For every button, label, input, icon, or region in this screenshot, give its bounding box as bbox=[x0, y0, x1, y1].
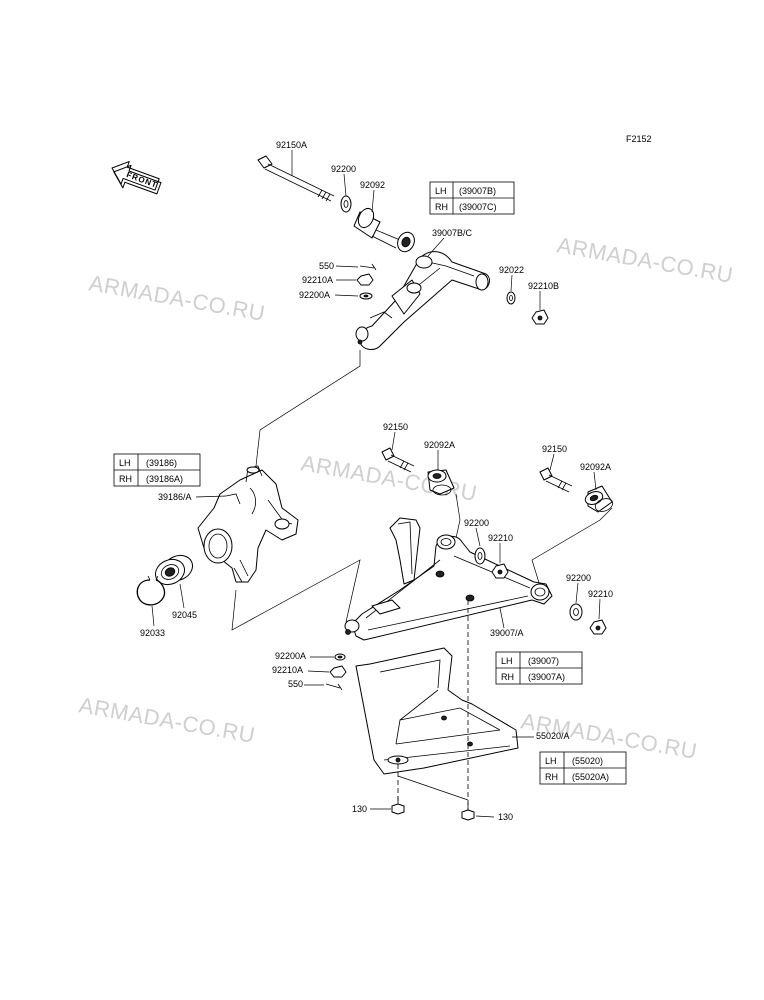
table-knuckle-part-lh: (39186) bbox=[146, 458, 177, 468]
circlip-92033-icon bbox=[136, 575, 166, 606]
front-arrow-icon: FRONT bbox=[111, 161, 162, 195]
label-92200A-bottom: 92200A bbox=[275, 651, 306, 661]
table-guard-side-lh: LH bbox=[545, 756, 557, 766]
label-92150-right: 92150 bbox=[542, 444, 567, 454]
table-knuckle: LH (39186) RH (39186A) bbox=[113, 453, 201, 487]
table-upper-arm-part-lh: (39007B) bbox=[459, 186, 496, 196]
label-92210A-bottom: 92210A bbox=[272, 665, 303, 675]
guide-line-knuckle bbox=[231, 559, 361, 631]
guide-line-upper bbox=[255, 350, 361, 467]
guide-line-lower-left bbox=[455, 493, 461, 539]
bolt-130-right-icon bbox=[461, 802, 475, 821]
table-lower-arm-side-lh: LH bbox=[501, 656, 513, 666]
washer-92200-low-icon bbox=[569, 603, 583, 621]
table-lower-arm-part-lh: (39007) bbox=[528, 656, 559, 666]
table-lower-arm-part-rh: (39007A) bbox=[528, 672, 565, 682]
bushing-92092A-right-icon bbox=[584, 485, 614, 513]
label-39007A: 39007/A bbox=[490, 628, 524, 638]
lower-arm-39007A-icon bbox=[344, 517, 553, 641]
bushing-92092-icon bbox=[353, 207, 415, 253]
label-55020A: 55020/A bbox=[536, 731, 570, 741]
upper-arm-39007BC-icon bbox=[355, 251, 490, 350]
label-92210-low: 92210 bbox=[588, 589, 613, 599]
table-guard-side-rh: RH bbox=[545, 772, 558, 782]
bushing-92092A-left-icon bbox=[427, 469, 455, 496]
table-upper-arm: LH (39007B) RH (39007C) bbox=[429, 181, 515, 215]
label-92045: 92045 bbox=[172, 610, 197, 620]
figure-code: F2152 bbox=[626, 134, 652, 144]
label-92200A-top: 92200A bbox=[299, 290, 330, 300]
table-upper-arm-part-rh: (39007C) bbox=[459, 202, 497, 212]
label-92200-mid: 92200 bbox=[464, 518, 489, 528]
bolt-92150A-icon bbox=[257, 155, 335, 202]
label-39186A: 39186/A bbox=[158, 492, 192, 502]
watermark-1: ARMADA-CO.RU bbox=[87, 270, 267, 326]
label-92022: 92022 bbox=[499, 265, 524, 275]
table-upper-arm-side-rh: RH bbox=[435, 202, 448, 212]
watermark-2: ARMADA-CO.RU bbox=[555, 232, 735, 288]
label-130-left: 130 bbox=[352, 804, 367, 814]
label-92092A-right: 92092A bbox=[580, 462, 611, 472]
guide-line-lower-right bbox=[531, 507, 613, 587]
label-550-top: 550 bbox=[319, 261, 334, 271]
label-92150-left: 92150 bbox=[383, 422, 408, 432]
nut-92210A-bottom-icon bbox=[329, 665, 347, 678]
guard-55020A-icon bbox=[355, 647, 519, 775]
table-knuckle-side-rh: RH bbox=[119, 474, 132, 484]
table-guard-part-rh: (55020A) bbox=[572, 772, 609, 782]
table-lower-arm-side-rh: RH bbox=[501, 672, 514, 682]
label-92200-top: 92200 bbox=[331, 164, 356, 174]
bearing-92045-icon bbox=[154, 554, 194, 586]
bolt-92150-left-icon bbox=[381, 447, 415, 473]
washer-92022-icon bbox=[506, 291, 516, 305]
table-knuckle-part-rh: (39186A) bbox=[146, 474, 183, 484]
label-39007BC: 39007B/C bbox=[432, 228, 473, 238]
knuckle-39186A-icon bbox=[197, 465, 299, 583]
washer-92200-mid-icon bbox=[474, 547, 486, 565]
label-92150A: 92150A bbox=[276, 140, 307, 150]
upper-arm-assembly bbox=[257, 155, 549, 350]
label-92033: 92033 bbox=[140, 628, 165, 638]
watermark-4: ARMADA-CO.RU bbox=[77, 692, 257, 748]
nut-92210A-top-icon bbox=[356, 273, 374, 286]
label-92210-mid: 92210 bbox=[488, 533, 513, 543]
washer-92200-icon bbox=[340, 195, 352, 213]
table-guard: LH (55020) RH (55020A) bbox=[539, 751, 627, 785]
table-upper-arm-side-lh: LH bbox=[435, 186, 447, 196]
label-130-right: 130 bbox=[498, 812, 513, 822]
bolt-92150-right-icon bbox=[539, 467, 573, 493]
cotter-pin-550-bottom-icon bbox=[325, 683, 343, 691]
table-lower-arm: LH (39007) RH (39007A) bbox=[495, 651, 583, 685]
label-92092: 92092 bbox=[360, 180, 385, 190]
label-92200-low: 92200 bbox=[566, 573, 591, 583]
table-guard-part-lh: (55020) bbox=[572, 756, 603, 766]
bolt-130-left-icon bbox=[391, 796, 405, 815]
label-550-bottom: 550 bbox=[288, 679, 303, 689]
lower-bolts bbox=[381, 447, 614, 513]
table-knuckle-side-lh: LH bbox=[119, 458, 131, 468]
cotter-pin-550-top-icon bbox=[359, 263, 377, 271]
label-92210A-top: 92210A bbox=[302, 275, 333, 285]
label-92092A-left: 92092A bbox=[424, 440, 455, 450]
label-92210B: 92210B bbox=[528, 281, 559, 291]
